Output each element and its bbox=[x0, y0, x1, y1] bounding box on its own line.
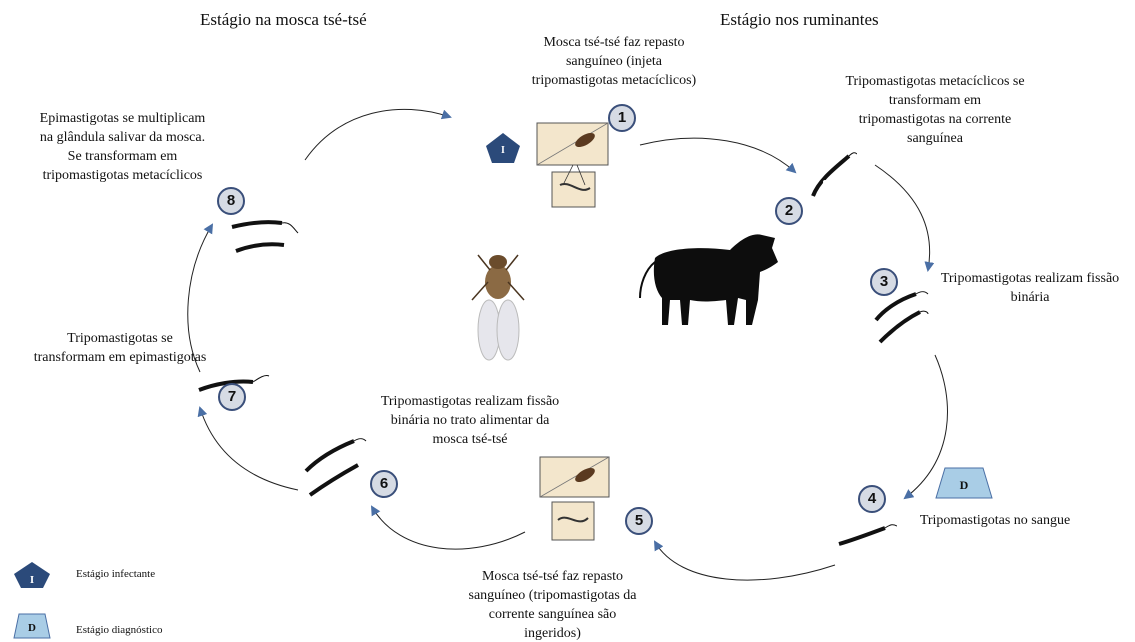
step-8-label: Epimastigotas se multiplicam na glândula… bbox=[5, 109, 240, 185]
step-6-number: 6 bbox=[370, 470, 398, 498]
step-1-number: 1 bbox=[608, 104, 636, 132]
cow-silhouette bbox=[640, 234, 778, 325]
arrow-5-to-6 bbox=[372, 507, 525, 549]
legend-diagnostic-icon: D bbox=[12, 612, 52, 640]
trypomastigote-icon bbox=[805, 150, 857, 202]
step-7-label: Tripomastigotas se transformam em epimas… bbox=[5, 329, 235, 367]
fly-stage-header: Estágio na mosca tsé-tsé bbox=[200, 10, 367, 30]
epimastigote-salivary-icon bbox=[228, 215, 300, 260]
step-4-number: 4 bbox=[858, 485, 886, 513]
arrow-4-to-5 bbox=[655, 542, 835, 580]
infective-stage-badge: I bbox=[486, 133, 520, 163]
trypomastigote-blood-icon bbox=[835, 520, 897, 550]
arrow-6-to-7 bbox=[200, 408, 298, 490]
step-2-number: 2 bbox=[775, 197, 803, 225]
step-7-number: 7 bbox=[218, 383, 246, 411]
legend-diagnostic-label: Estágio diagnóstico bbox=[76, 624, 162, 636]
tsetse-fly-image bbox=[472, 255, 524, 360]
step-6-label: Tripomastigotas realizam fissão binária … bbox=[345, 392, 595, 449]
fly-bite-illustration-top bbox=[537, 123, 608, 207]
legend-infective-label: Estágio infectante bbox=[76, 568, 155, 580]
step-3-number: 3 bbox=[870, 268, 898, 296]
ruminant-stage-header: Estágio nos ruminantes bbox=[720, 10, 879, 30]
arrow-1-to-2 bbox=[640, 138, 795, 172]
arrow-3-to-4 bbox=[905, 355, 947, 498]
svg-text:I: I bbox=[30, 574, 34, 586]
arrow-8-to-1 bbox=[305, 109, 450, 160]
step-2-label: Tripomastigotas metacíclicos se transfor… bbox=[800, 72, 1070, 148]
arrow-2-to-3 bbox=[875, 165, 930, 270]
step-8-number: 8 bbox=[217, 187, 245, 215]
svg-text:I: I bbox=[501, 145, 505, 156]
legend-infective-icon: I bbox=[12, 560, 52, 590]
step-5-number: 5 bbox=[625, 507, 653, 535]
fly-bite-illustration-bottom bbox=[540, 457, 609, 540]
svg-text:D: D bbox=[960, 478, 969, 492]
step-4-label: Tripomastigotas no sangue bbox=[895, 511, 1095, 530]
step-5-label: Mosca tsé-tsé faz repasto sanguíneo (tri… bbox=[440, 567, 665, 642]
svg-text:D: D bbox=[28, 622, 36, 634]
diagnostic-stage-badge: D bbox=[936, 468, 992, 498]
trypomastigote-dividing-icon bbox=[870, 290, 930, 350]
step-3-label: Tripomastigotas realizam fissão binária bbox=[925, 269, 1135, 307]
step-1-label: Mosca tsé-tsé faz repasto sanguíneo (inj… bbox=[500, 33, 728, 90]
